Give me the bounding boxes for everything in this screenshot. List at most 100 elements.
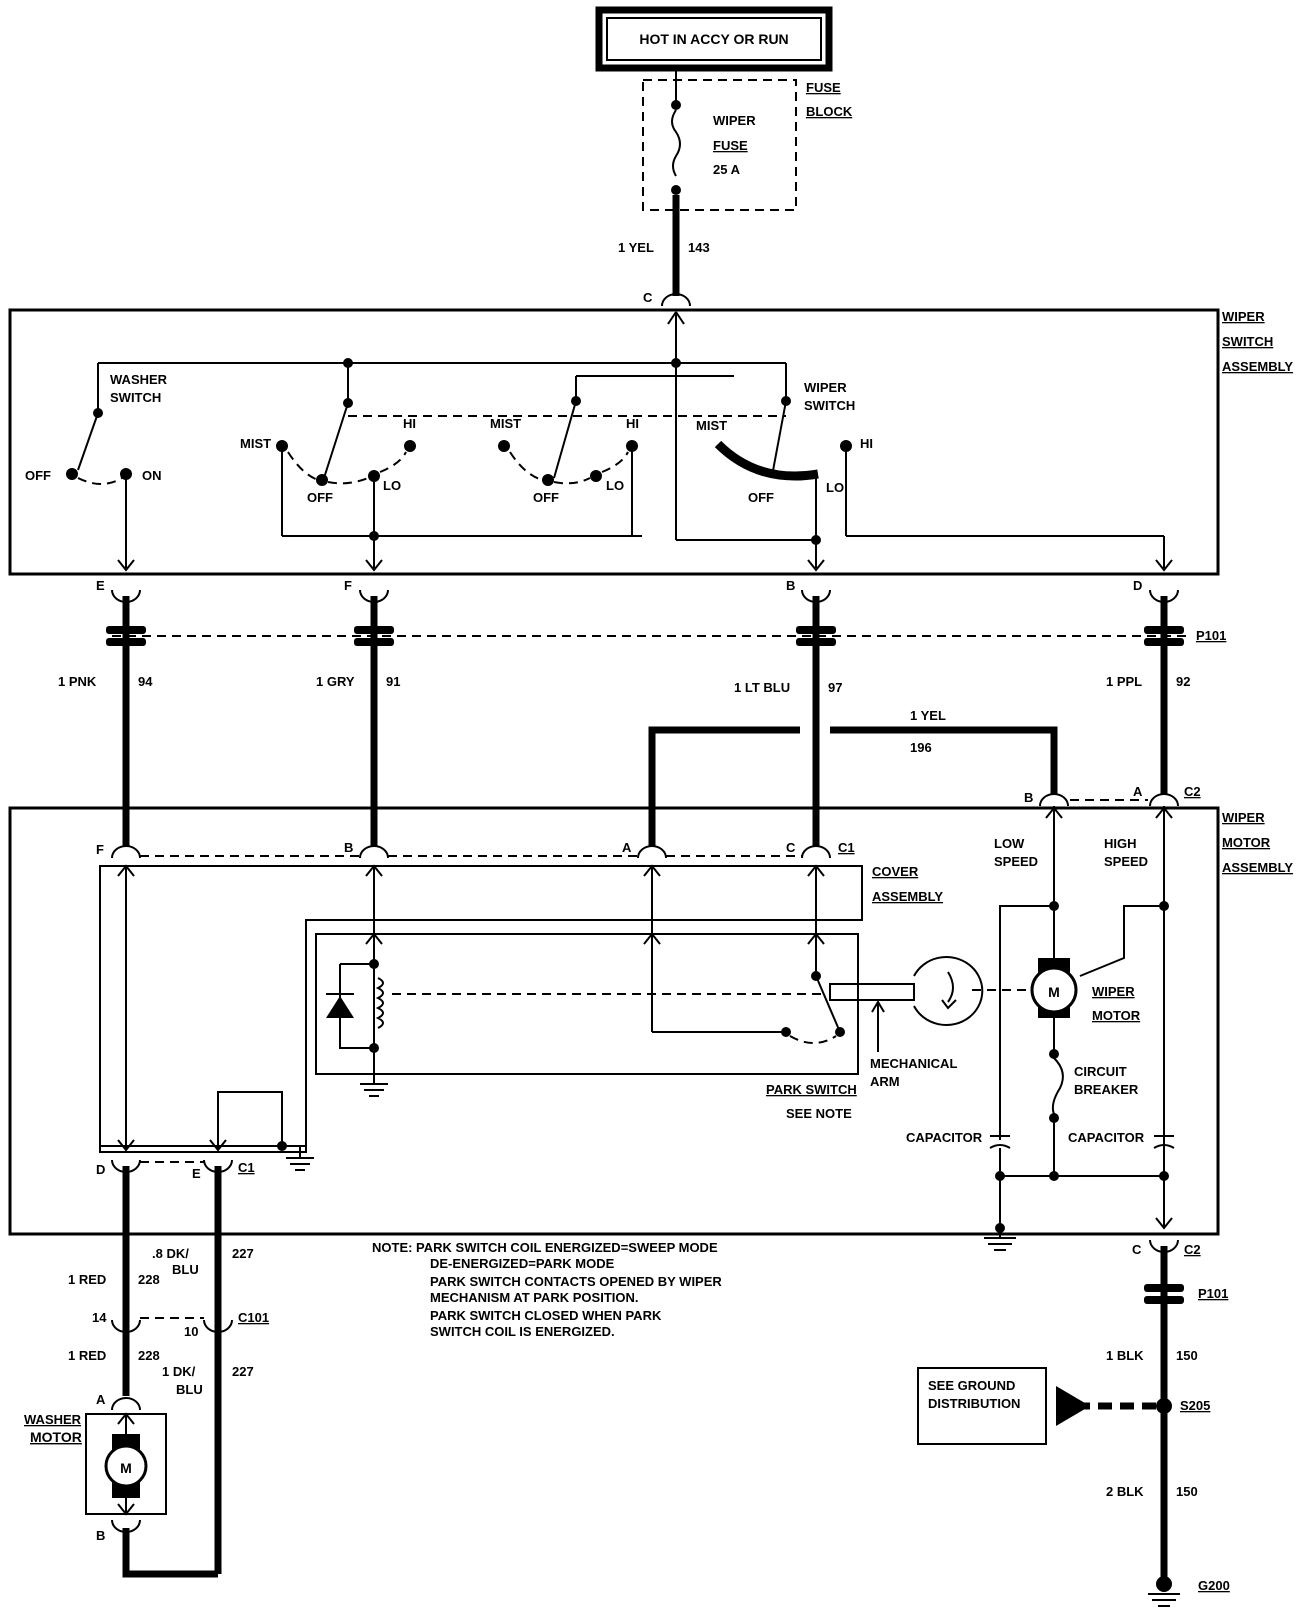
c1-d-label: D (96, 1162, 105, 1177)
deck1-hi-label: HI (403, 416, 416, 431)
breaker-label-1: CIRCUIT (1074, 1064, 1127, 1079)
deck3-hi-label: HI (860, 436, 873, 451)
low-speed-label-2: SPEED (994, 854, 1038, 869)
motor-assembly-title-2: MOTOR (1222, 835, 1271, 850)
wire-228-color: 1 RED (68, 1272, 106, 1287)
ground-pointer-icon (1056, 1386, 1090, 1426)
washer-motor-label-1: WASHER (24, 1412, 82, 1427)
washer-motor: A M WASHER MOTOR B (24, 1392, 167, 1543)
note-line-1: NOTE: PARK SWITCH COIL ENERGIZED=SWEEP M… (372, 1240, 718, 1255)
c1-b-label: B (344, 840, 353, 855)
ground-symbol-park (360, 1074, 388, 1097)
cover-label-2: ASSEMBLY (872, 889, 943, 904)
wire-150b-circuit: 150 (1176, 1484, 1198, 1499)
connector-c-label: C (643, 290, 653, 305)
c1-top-connectors: F B A C C1 (96, 840, 855, 859)
c1-a-label: A (622, 840, 632, 855)
switch-assembly-title-1: WIPER (1222, 309, 1265, 324)
cam-icon (913, 956, 984, 1026)
c1-bottom-connectors: D E C1 (96, 1159, 255, 1181)
ground-symbol-cover (286, 1146, 314, 1171)
wire-227b-color-2: BLU (176, 1382, 203, 1397)
park-switch-box: PARK SWITCH SEE NOTE (315, 932, 859, 1121)
washer-motor-symbol: M (120, 1460, 132, 1476)
diode-icon (326, 996, 354, 1018)
wiper-motor-label-1: WIPER (1092, 984, 1135, 999)
connector-c-switch (661, 293, 691, 307)
deck2-lo-label: LO (606, 478, 624, 493)
wire-196-right (830, 726, 1058, 794)
c1-c-label: C (786, 840, 796, 855)
conn-d-label: D (1133, 578, 1142, 593)
c1-top-label: C1 (838, 840, 855, 855)
mechanical-arm: MECHANICAL ARM (829, 956, 1030, 1089)
wire-94-circuit: 94 (138, 674, 153, 689)
wire-150-circuit: 150 (1176, 1348, 1198, 1363)
wire-228-circuit: 228 (138, 1272, 160, 1287)
p101-grommets: P101 (106, 626, 1226, 646)
c2-bottom-label: C2 (1184, 1242, 1201, 1257)
fuse-block: WIPER FUSE 25 A FUSE BLOCK (642, 68, 853, 211)
wire-228b-circuit: 228 (138, 1348, 160, 1363)
washer-switch: WASHER SWITCH OFF ON (25, 372, 168, 572)
low-speed-label-1: LOW (994, 836, 1025, 851)
wiper-motor-symbol: M (1048, 984, 1060, 1000)
c2-b-label: B (1024, 790, 1033, 805)
motor-assembly-title-1: WIPER (1222, 810, 1265, 825)
wire-150b-color: 2 BLK (1106, 1484, 1144, 1499)
s205-label: S205 (1180, 1398, 1210, 1413)
mechanical-arm-label-2: ARM (870, 1074, 900, 1089)
capacitor-right-icon (1153, 1135, 1175, 1149)
wire-227-return (122, 1528, 218, 1578)
note-line-2: DE-ENERGIZED=PARK MODE (430, 1256, 615, 1271)
deck1-mist-label: MIST (240, 436, 271, 451)
deck2-mist-label: MIST (490, 416, 521, 431)
wire-94-color: 1 PNK (58, 674, 97, 689)
wiper-switch-assembly (8, 308, 1220, 576)
fuse-block-label-2: BLOCK (806, 104, 853, 119)
coil-icon (375, 977, 384, 1029)
wire-227-color-1: .8 DK/ (152, 1246, 189, 1261)
c2-top-label: C2 (1184, 784, 1201, 799)
deck3-mist-label: MIST (696, 418, 727, 433)
switch-assembly-title-3: ASSEMBLY (1222, 359, 1293, 374)
deck1-off-label: OFF (307, 490, 333, 505)
wire-143-circuit: 143 (688, 240, 710, 255)
ground-symbol-motor (984, 1223, 1016, 1251)
deck3-lo-label: LO (826, 480, 844, 495)
wiper-switch-deck-2: MIST HI OFF LO (490, 416, 639, 536)
switch-connectors: E F B D (96, 578, 1179, 603)
deck1-lo-label: LO (383, 478, 401, 493)
wire-227b-circuit: 227 (232, 1364, 254, 1379)
wire-92-circuit: 92 (1176, 674, 1190, 689)
wire-97-color: 1 LT BLU (734, 680, 790, 695)
capacitor-right-label: CAPACITOR (1068, 1130, 1145, 1145)
wiper-motor-label-2: MOTOR (1092, 1008, 1141, 1023)
park-switch-label: PARK SWITCH (766, 1082, 857, 1097)
p101-label-top: P101 (1196, 628, 1226, 643)
see-ground-label-1: SEE GROUND (928, 1378, 1015, 1393)
wiper-motor-circuit: LOW SPEED HIGH SPEED M WIPER MOTOR CIRCU… (906, 806, 1175, 1251)
conn-b-label: B (786, 578, 795, 593)
deck2-off-label: OFF (533, 490, 559, 505)
c101-connectors: 14 10 C101 (92, 1310, 269, 1339)
ground-circuit: C C2 P101 1 BLK 150 S205 SEE GROUND DIST… (917, 1239, 1230, 1607)
c1-e-label: E (192, 1166, 201, 1181)
high-speed-label-2: SPEED (1104, 854, 1148, 869)
fuse-icon (671, 109, 681, 177)
deck2-hi-label: HI (626, 416, 639, 431)
wire-150-color: 1 BLK (1106, 1348, 1144, 1363)
power-source-label: HOT IN ACCY OR RUN (639, 31, 788, 47)
wiper-switch-label-1: WIPER (804, 380, 847, 395)
wiper-switch-deck-3: WIPER SWITCH MIST HI OFF LO (696, 380, 1173, 572)
switch-assembly-title-2: SWITCH (1222, 334, 1273, 349)
power-source-box: HOT IN ACCY OR RUN (595, 6, 833, 72)
wiper-switch-label-2: SWITCH (804, 398, 855, 413)
park-see-note-label: SEE NOTE (786, 1106, 852, 1121)
high-speed-label-1: HIGH (1104, 836, 1137, 851)
motor-assembly-title-3: ASSEMBLY (1222, 860, 1293, 875)
washer-motor-label-2: MOTOR (30, 1429, 82, 1445)
note-line-3: PARK SWITCH CONTACTS OPENED BY WIPER (430, 1274, 722, 1289)
wire-196-color: 1 YEL (910, 708, 946, 723)
